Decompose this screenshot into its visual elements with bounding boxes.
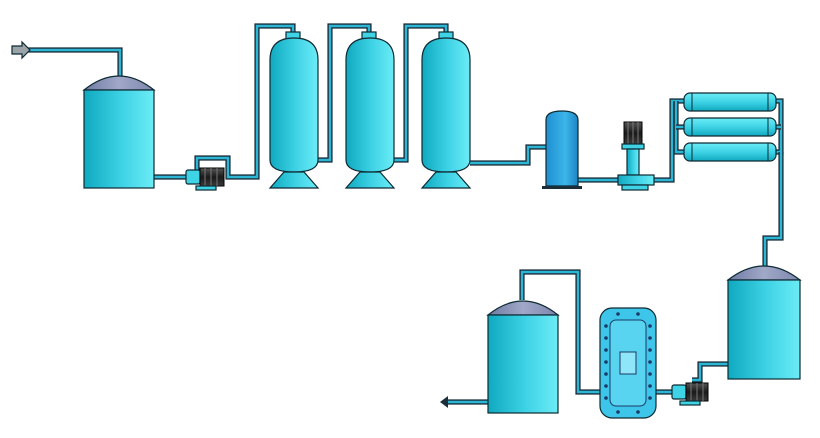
water-softener <box>420 31 472 189</box>
bolt <box>648 360 652 364</box>
membrane-housing-icon <box>683 142 777 162</box>
centrifugal-pump-icon <box>671 382 709 406</box>
cartridge-filter-icon <box>542 110 582 189</box>
bolt <box>604 372 608 376</box>
bolt <box>604 384 608 388</box>
pipe-inlet <box>24 47 123 82</box>
membrane-housing-icon <box>683 117 777 137</box>
pure-water-tank <box>486 300 560 414</box>
bolt <box>648 324 652 328</box>
storage-tank-icon <box>487 314 559 414</box>
edi-bolts <box>604 312 652 414</box>
pipe-tank-to-booster <box>692 361 730 383</box>
storage-tank-icon <box>727 279 801 380</box>
bolt <box>648 396 652 400</box>
arrow-left-icon <box>440 396 448 408</box>
pipe-hp-pump-to-membranes <box>654 98 686 183</box>
high-pressure-pump <box>617 121 655 191</box>
raw-water-pump <box>185 167 225 191</box>
raw-water-tank <box>82 75 156 189</box>
bolt <box>604 396 608 400</box>
edi-module <box>599 307 657 419</box>
centrifugal-pump-icon <box>185 167 225 191</box>
edi-module-icon <box>599 307 657 419</box>
intermediate-water-tank <box>726 265 802 380</box>
bolt <box>636 410 640 414</box>
edi-booster-pump <box>671 382 709 406</box>
vertical-multistage-pump-icon <box>617 121 655 191</box>
bolt <box>616 312 620 316</box>
pipe-filter-3-to-cartridge <box>470 144 546 166</box>
pressure-vessel-icon <box>420 31 472 189</box>
tank-dome <box>486 300 560 316</box>
bolt <box>636 312 640 316</box>
bolt <box>604 336 608 340</box>
bolt <box>604 360 608 364</box>
tank-dome <box>82 75 156 91</box>
multimedia-filter <box>268 31 320 189</box>
bolt <box>604 348 608 352</box>
bolt <box>648 336 652 340</box>
pressure-vessel-icon <box>268 31 320 189</box>
bolt <box>604 324 608 328</box>
bolt <box>648 384 652 388</box>
bolt <box>616 410 620 414</box>
storage-tank-icon <box>83 89 155 189</box>
activated-carbon-filter <box>344 31 396 189</box>
pressure-vessel-icon <box>344 31 396 189</box>
arrow-right-icon <box>11 40 31 60</box>
piping-network <box>24 23 784 405</box>
tank-dome <box>726 265 802 281</box>
ro-membrane-housings <box>683 92 777 162</box>
membrane-housing-icon <box>683 92 777 112</box>
precision-cartridge-filter <box>542 110 582 189</box>
bolt <box>648 348 652 352</box>
bolt <box>648 372 652 376</box>
